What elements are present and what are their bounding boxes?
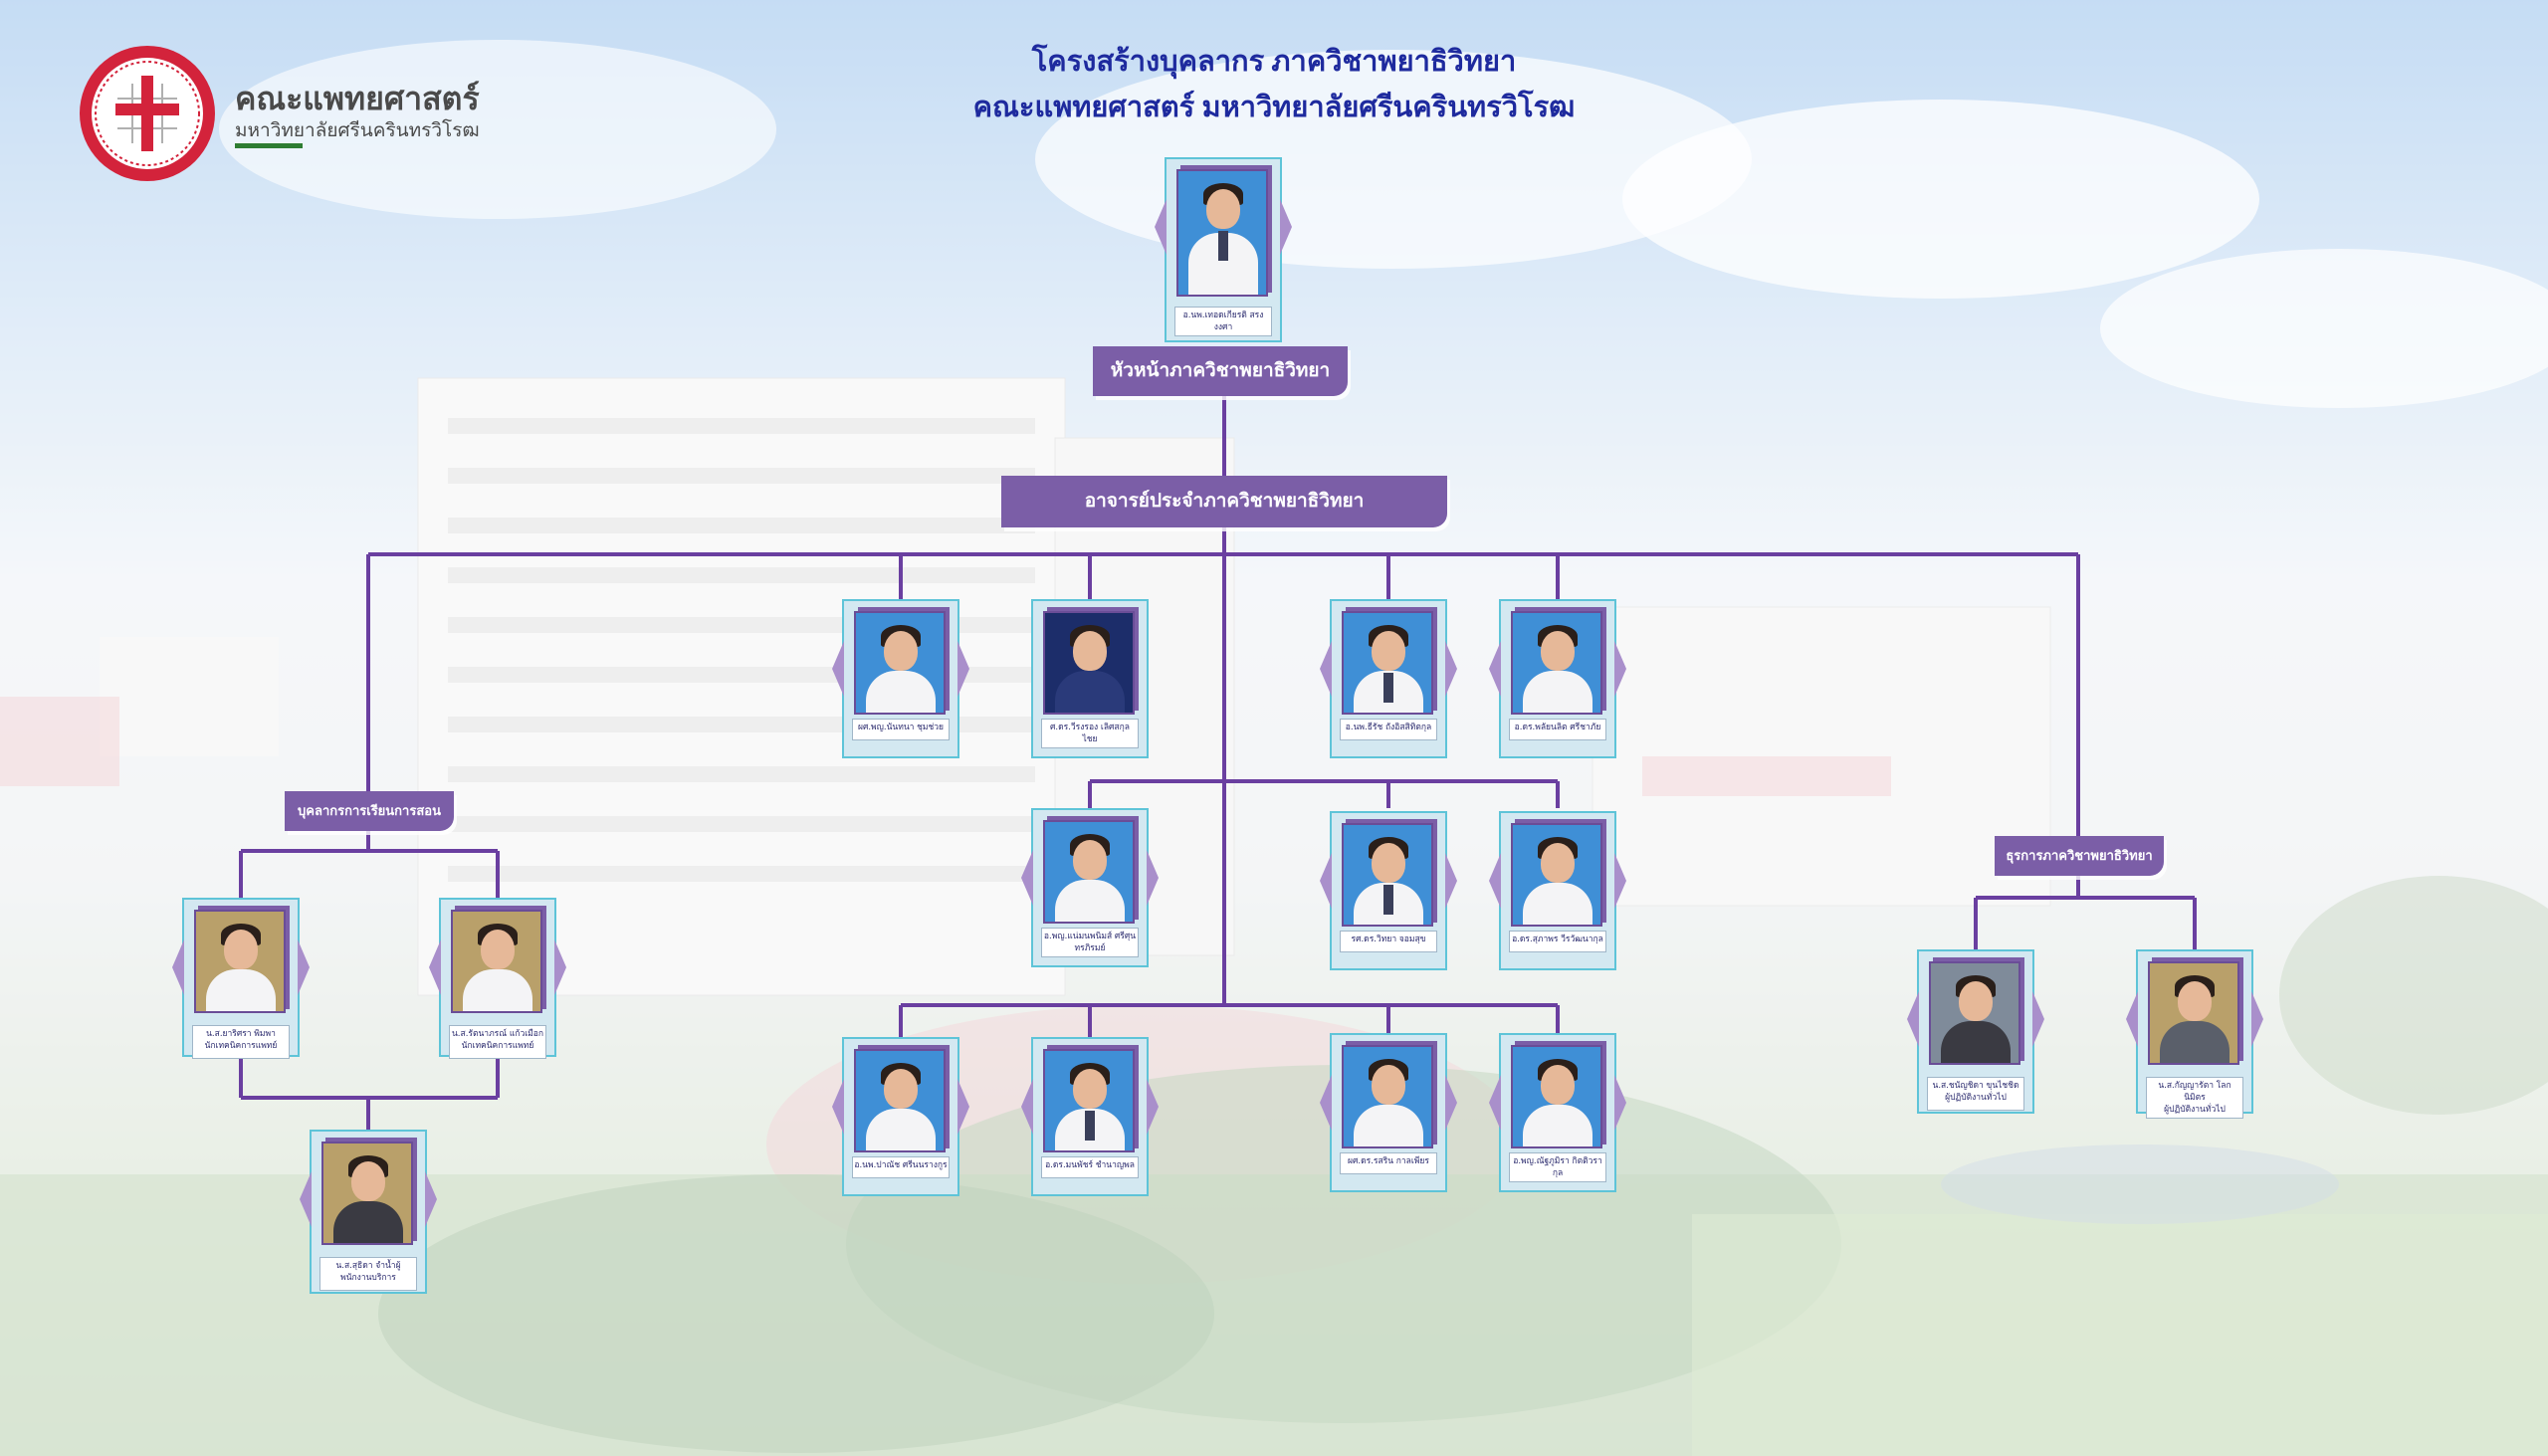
person-name: อ.ดร.สุภาพร วีรวัฒนากุล bbox=[1509, 931, 1606, 952]
person-photo bbox=[1176, 169, 1268, 297]
person-name: น.ส.ยาริศรา พิมพา bbox=[206, 1029, 276, 1039]
person-name: น.ส.รัตนาภรณ์ แก้วเมือก bbox=[452, 1029, 543, 1039]
person-photo bbox=[194, 910, 286, 1013]
logo-title: คณะแพทยศาสตร์ bbox=[235, 81, 480, 116]
person-name: ผศ.พญ.นันทนา ชุมช่วย bbox=[852, 719, 950, 740]
person-card-faculty[interactable]: ศ.ดร.วีรงรอง เลิศสกุลไชย bbox=[1031, 599, 1149, 758]
person-name-role: น.ส.รัตนาภรณ์ แก้วเมือก นักเทคนิคการแพทย… bbox=[449, 1025, 546, 1059]
person-card-faculty[interactable]: อ.ดร.พลัยนลิต ศรีชาภัย bbox=[1489, 599, 1626, 758]
person-photo bbox=[1043, 1049, 1135, 1152]
person-card-teaching-support[interactable]: น.ส.สุธิดา จำน้ำผู้ พนักงานบริการ bbox=[300, 1130, 437, 1294]
person-role: พนักงานบริการ bbox=[340, 1273, 396, 1283]
person-card-faculty[interactable]: อ.นพ.ปาณัช ศรีนนรางกูร bbox=[832, 1037, 969, 1196]
person-name: รศ.ดร.วิทยา จอมสุข bbox=[1340, 931, 1437, 952]
person-role: นักเทคนิคการแพทย์ bbox=[204, 1041, 278, 1051]
faculty-logo: คณะแพทยศาสตร์ มหาวิทยาลัยศรีนครินทรวิโรฒ bbox=[78, 44, 480, 193]
logo-subtitle: มหาวิทยาลัยศรีนครินทรวิโรฒ bbox=[235, 120, 480, 141]
person-card-faculty[interactable]: ผศ.ดร.รสริน กาลเพียร bbox=[1320, 1033, 1457, 1192]
person-role: นักเทคนิคการแพทย์ bbox=[461, 1041, 534, 1051]
person-photo bbox=[2148, 961, 2239, 1065]
person-card-faculty[interactable]: อ.ดร.สุภาพร วีรวัฒนากุล bbox=[1489, 811, 1626, 970]
page-title: โครงสร้างบุคลากร ภาควิชาพยาธิวิทยา bbox=[1031, 46, 1517, 78]
person-photo bbox=[854, 1049, 946, 1152]
person-card-faculty[interactable]: รศ.ดร.วิทยา จอมสุข bbox=[1320, 811, 1457, 970]
head-of-department-banner: หัวหน้าภาควิชาพยาธิวิทยา bbox=[1093, 346, 1348, 396]
person-card-faculty[interactable]: อ.พญ.ณัฐภูมิรา กิตติวรากุล bbox=[1489, 1033, 1626, 1192]
person-card-admin[interactable]: น.ส.ชนัญชิดา ขุนไชชิด ผู้ปฏิบัติงานทั่วไ… bbox=[1907, 949, 2044, 1114]
person-photo bbox=[1511, 823, 1602, 927]
person-name: อ.ดร.พลัยนลิต ศรีชาภัย bbox=[1509, 719, 1606, 740]
faculty-banner: อาจารย์ประจำภาควิชาพยาธิวิทยา bbox=[1001, 476, 1447, 527]
person-photo bbox=[1043, 820, 1135, 924]
teaching-support-banner: บุคลากรการเรียนการสอน bbox=[285, 791, 454, 831]
person-name: น.ส.ชนัญชิดา ขุนไชชิด bbox=[1932, 1081, 2019, 1091]
person-name-role: น.ส.สุธิดา จำน้ำผู้ พนักงานบริการ bbox=[319, 1257, 417, 1291]
medical-seal-icon bbox=[80, 46, 215, 181]
person-photo bbox=[451, 910, 542, 1013]
person-name: ผศ.ดร.รสริน กาลเพียร bbox=[1340, 1152, 1437, 1174]
person-name-role: น.ส.ชนัญชิดา ขุนไชชิด ผู้ปฏิบัติงานทั่วไ… bbox=[1927, 1077, 2024, 1111]
person-name-role: น.ส.ยาริศรา พิมพา นักเทคนิคการแพทย์ bbox=[192, 1025, 290, 1059]
person-photo bbox=[1511, 611, 1602, 715]
person-name: น.ส.สุธิดา จำน้ำผู้ bbox=[335, 1261, 401, 1271]
person-photo bbox=[1929, 961, 2020, 1065]
person-card-faculty[interactable]: อ.นพ.ธีรัช ถังอิสสิทิตกุล bbox=[1320, 599, 1457, 758]
logo-underline bbox=[235, 143, 303, 148]
person-name: อ.ดร.มนพัชร์ ชำนาญพล bbox=[1041, 1156, 1139, 1178]
person-photo bbox=[1043, 611, 1135, 715]
person-photo bbox=[1342, 1045, 1433, 1148]
person-role: ผู้ปฏิบัติงานทั่วไป bbox=[1945, 1093, 2007, 1103]
person-name: น.ส.กัญญารัตา โลกนิมิตร bbox=[2158, 1081, 2231, 1103]
person-name: อ.นพ.เทอดเกียรติ สรงงงศา bbox=[1174, 307, 1272, 336]
person-card-faculty[interactable]: อ.ดร.มนพัชร์ ชำนาญพล bbox=[1021, 1037, 1159, 1196]
person-card-admin[interactable]: น.ส.กัญญารัตา โลกนิมิตร ผู้ปฏิบัติงานทั่… bbox=[2126, 949, 2263, 1119]
person-photo bbox=[854, 611, 946, 715]
page-subtitle: คณะแพทยศาสตร์ มหาวิทยาลัยศรีนครินทรวิโรฒ bbox=[972, 92, 1576, 123]
person-photo bbox=[321, 1142, 413, 1245]
person-photo bbox=[1342, 823, 1433, 927]
admin-banner: ธุรการภาควิชาพยาธิวิทยา bbox=[1995, 836, 2164, 876]
person-name: อ.พญ.ณัฐภูมิรา กิตติวรากุล bbox=[1509, 1152, 1606, 1182]
person-card-faculty[interactable]: ผศ.พญ.นันทนา ชุมช่วย bbox=[832, 599, 969, 758]
person-card-teaching-support[interactable]: น.ส.รัตนาภรณ์ แก้วเมือก นักเทคนิคการแพทย… bbox=[429, 898, 566, 1059]
person-card-head[interactable]: อ.นพ.เทอดเกียรติ สรงงงศา bbox=[1155, 157, 1292, 342]
person-name: อ.นพ.ปาณัช ศรีนนรางกูร bbox=[852, 1156, 950, 1178]
person-card-teaching-support[interactable]: น.ส.ยาริศรา พิมพา นักเทคนิคการแพทย์ bbox=[172, 898, 310, 1059]
person-role: ผู้ปฏิบัติงานทั่วไป bbox=[2164, 1105, 2226, 1115]
person-card-faculty[interactable]: อ.พญ.แน่มนพนิมส์ ศรีศุนทรภิรมย์ bbox=[1021, 808, 1159, 967]
person-photo bbox=[1342, 611, 1433, 715]
person-name: อ.นพ.ธีรัช ถังอิสสิทิตกุล bbox=[1340, 719, 1437, 740]
person-photo bbox=[1511, 1045, 1602, 1148]
person-name: ศ.ดร.วีรงรอง เลิศสกุลไชย bbox=[1041, 719, 1139, 748]
person-name-role: น.ส.กัญญารัตา โลกนิมิตร ผู้ปฏิบัติงานทั่… bbox=[2146, 1077, 2243, 1119]
person-name: อ.พญ.แน่มนพนิมส์ ศรีศุนทรภิรมย์ bbox=[1041, 928, 1139, 957]
